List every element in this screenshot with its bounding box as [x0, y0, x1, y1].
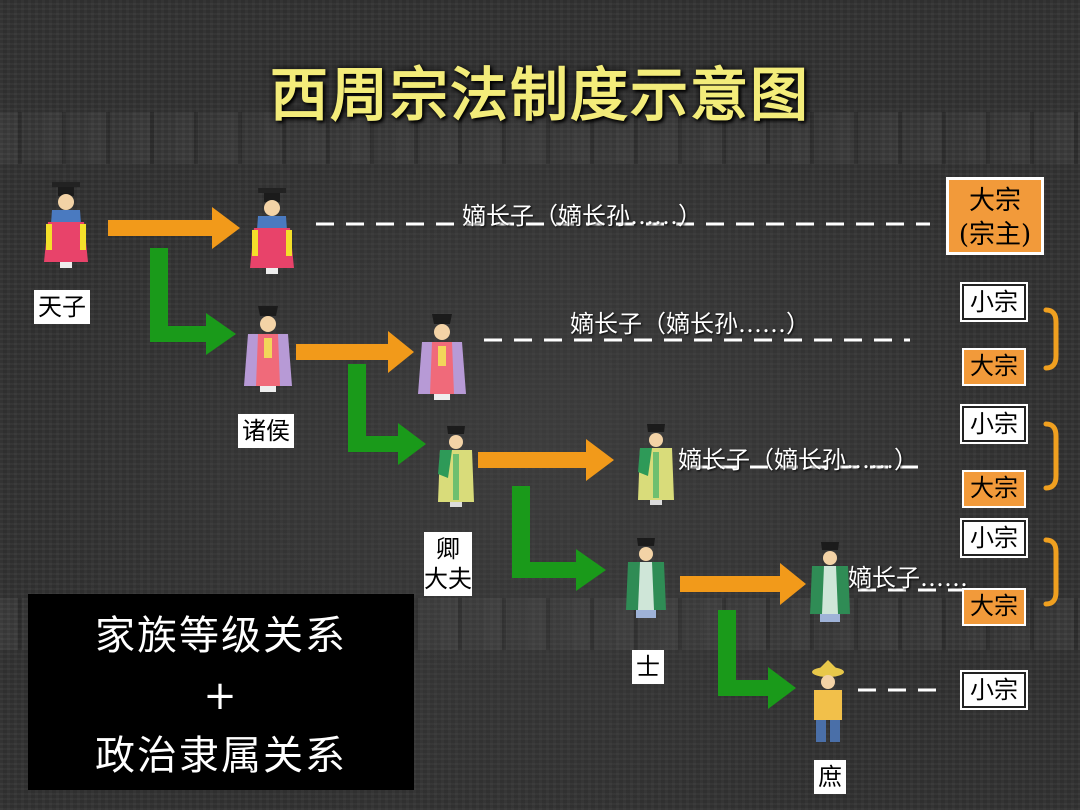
orange-arrow-2 — [296, 331, 414, 373]
orange-arrow-3 — [478, 439, 614, 481]
orange-arrow-1 — [108, 207, 240, 249]
summary-box: 家族等级关系 + 政治隶属关系 — [28, 594, 414, 790]
bracket-1 — [1043, 307, 1059, 371]
rank-label-dafu: 大夫 — [424, 565, 472, 593]
orange-arrow-4 — [680, 563, 806, 605]
rank-label-shu: 庶 — [814, 760, 846, 794]
zhuhou-figure — [244, 306, 292, 392]
zhuhou-heir-figure — [418, 314, 466, 400]
qing-dafu-figure — [438, 426, 474, 507]
tag-dazong-main: 大宗 — [968, 186, 1021, 216]
rank-label-shi: 士 — [632, 650, 664, 684]
summary-line-1: 家族等级关系 — [95, 613, 347, 659]
rank-label-zhuhou: 诸侯 — [238, 414, 294, 448]
bracket-2 — [1043, 421, 1059, 491]
row2-heir-text: 嫡长子（嫡长孙……） — [570, 310, 810, 338]
tag-xiaozong-3: 小宗 — [960, 518, 1028, 558]
page-title: 西周宗法制度示意图 — [269, 61, 810, 129]
green-arrow-2 — [348, 364, 426, 465]
row4-heir-text: 嫡长子…… — [848, 564, 968, 592]
tag-dazong-3: 大宗 — [962, 588, 1026, 626]
tianzi-figure — [44, 182, 88, 268]
tianzi-heir-figure — [250, 188, 294, 274]
row3-heir-text: 嫡长子（嫡长孙……） — [678, 446, 918, 474]
tag-dazong-2: 大宗 — [962, 470, 1026, 508]
rank-label-qing: 卿 — [436, 535, 460, 563]
shi-figure — [626, 538, 666, 618]
summary-line-2: 政治隶属关系 — [95, 733, 347, 779]
green-arrow-3 — [512, 486, 606, 591]
tag-xiaozong-2: 小宗 — [960, 404, 1028, 444]
shu-figure — [812, 660, 844, 742]
row1-heir-text: 嫡长子（嫡长孙……） — [462, 202, 702, 230]
bracket-3 — [1043, 537, 1059, 607]
qing-dafu-heir-figure — [638, 424, 674, 505]
shi-heir-figure — [810, 542, 850, 622]
summary-plus: + — [203, 673, 239, 719]
tag-dazong-zongzhu: 大宗 (宗主) — [946, 177, 1044, 255]
rank-label-qing-dafu: 卿 大夫 — [424, 532, 472, 596]
tag-dazong-sub: (宗主) — [958, 220, 1032, 250]
carved-band-top — [0, 112, 1080, 164]
green-arrow-4 — [718, 610, 796, 709]
tag-xiaozong-1: 小宗 — [960, 282, 1028, 322]
rank-label-tianzi: 天子 — [34, 290, 90, 324]
green-arrow-1 — [150, 248, 236, 355]
tag-xiaozong-4: 小宗 — [960, 670, 1028, 710]
tag-dazong-1: 大宗 — [962, 348, 1026, 386]
